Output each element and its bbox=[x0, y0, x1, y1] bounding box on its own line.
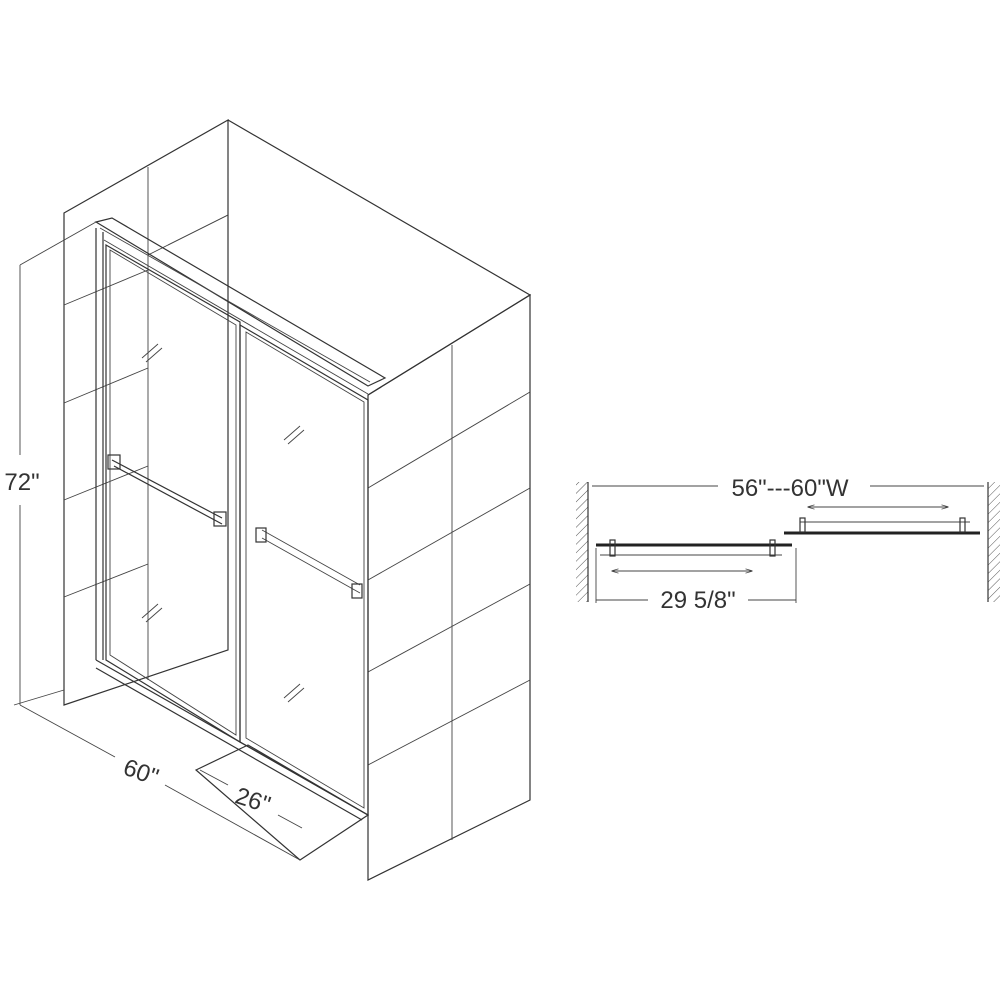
left-wall-hatch bbox=[576, 482, 588, 602]
glass-glare bbox=[283, 425, 305, 703]
opening-dimension: 26" bbox=[199, 769, 303, 829]
back-door-panel bbox=[105, 243, 241, 744]
right-wall bbox=[367, 293, 531, 881]
left-jamb bbox=[95, 228, 104, 660]
range-label: 56"---60"W bbox=[731, 475, 848, 502]
towel-bar-back bbox=[107, 454, 227, 527]
width-dimension: 60" bbox=[19, 704, 301, 861]
top-view-right-panel bbox=[784, 507, 980, 535]
front-door-panel bbox=[239, 323, 369, 817]
opening-label: 26" bbox=[232, 782, 274, 819]
top-view-left-panel bbox=[596, 539, 792, 571]
header-rail bbox=[94, 217, 387, 395]
back-wall bbox=[63, 118, 229, 706]
towel-bar-front bbox=[255, 527, 363, 599]
width-label: 60" bbox=[120, 754, 162, 791]
panel-width-label: 29 5/8" bbox=[660, 587, 735, 614]
height-label: 72" bbox=[4, 469, 39, 496]
glass-glare bbox=[141, 343, 163, 623]
base-threshold bbox=[95, 659, 370, 861]
top-view: 56"---60"W 29 5/8" bbox=[576, 475, 1000, 614]
right-wall-hatch bbox=[988, 482, 1000, 602]
rear-wall bbox=[167, 119, 532, 396]
height-dimension: 72" bbox=[4, 221, 97, 706]
